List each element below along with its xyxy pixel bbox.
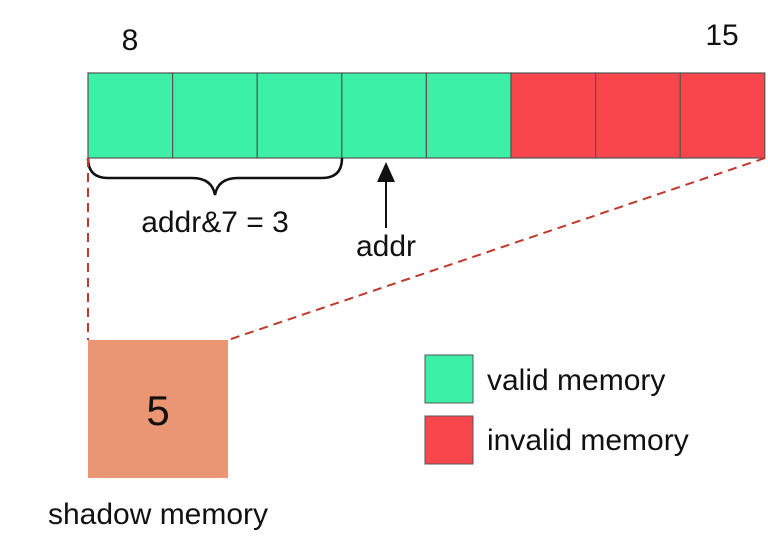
shadow-byte xyxy=(88,340,228,478)
addr-arrow-head xyxy=(377,162,395,182)
memory-byte-valid xyxy=(87,72,174,159)
legend-swatch-valid xyxy=(424,354,474,404)
offset-formula-label: addr&7 = 3 xyxy=(141,206,289,239)
legend-label-invalid: invalid memory xyxy=(487,424,689,457)
memory-byte-invalid xyxy=(679,72,766,159)
memory-byte-invalid xyxy=(510,72,597,159)
legend: valid memory invalid memory xyxy=(424,354,689,465)
memory-byte-invalid xyxy=(594,72,681,159)
memory-byte-valid xyxy=(256,72,343,159)
memory-byte-valid xyxy=(341,72,427,159)
legend-swatch-invalid xyxy=(424,415,474,465)
addr-label: addr xyxy=(356,230,416,263)
projection-line-right xyxy=(227,157,766,341)
memory-byte-valid xyxy=(425,72,512,159)
shadow-memory-caption: shadow memory xyxy=(48,498,268,531)
shadow-value: 5 xyxy=(146,387,169,434)
offset-brace xyxy=(86,157,344,196)
memory-byte-strip xyxy=(87,72,766,159)
memory-byte-valid xyxy=(172,72,258,159)
legend-label-valid: valid memory xyxy=(487,364,665,397)
start-index-label: 8 xyxy=(122,24,139,57)
end-index-label: 15 xyxy=(705,19,738,52)
